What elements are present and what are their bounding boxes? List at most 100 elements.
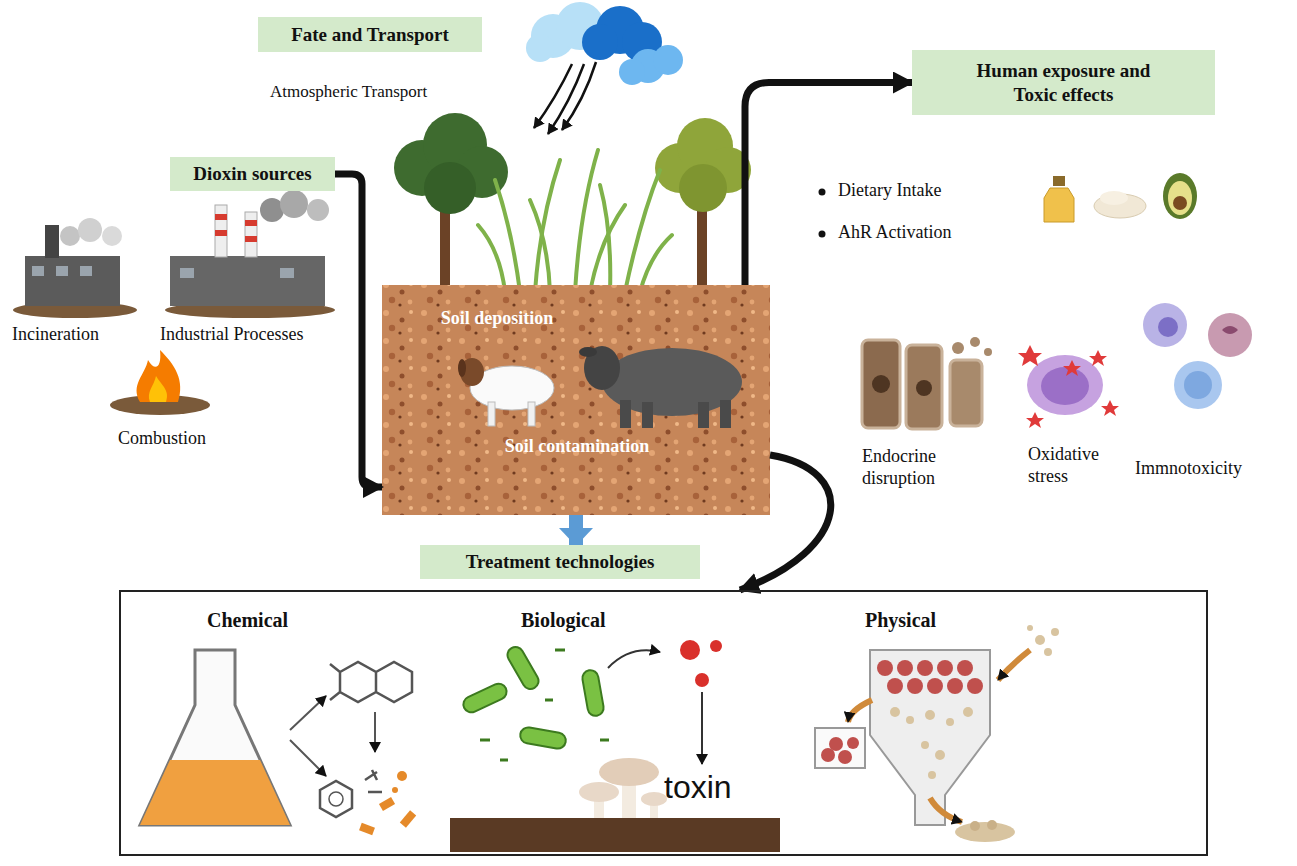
chemical-illustration-part: [359, 823, 375, 835]
clouds-part: [619, 59, 645, 85]
biological-illustration-part-part: [581, 669, 605, 717]
factories-part: [245, 212, 257, 257]
food-icons-part: [1173, 196, 1187, 210]
clouds-part: [526, 34, 554, 62]
physical-illustration-part: [848, 700, 872, 722]
oxidative-icon-part-part: [1018, 345, 1042, 366]
cell-icons-part: [906, 345, 942, 429]
goat: [458, 358, 554, 426]
chemical-illustration-part: [374, 712, 376, 752]
chemical-illustration-part: [330, 662, 412, 702]
fire-part: [149, 376, 167, 402]
fire-part: [137, 350, 181, 402]
chemical-illustration-part: [320, 781, 352, 817]
flow-arrow-blue: [569, 515, 583, 545]
biological-illustration-part-part: [505, 644, 542, 692]
physical-illustration-part-part: [947, 678, 963, 694]
biological-illustration-part: [480, 650, 609, 760]
goat-part: [458, 359, 466, 377]
factories-part: [245, 236, 257, 242]
node-text: Dioxin sources: [193, 162, 311, 186]
label-text: Oxidative stress: [1028, 444, 1120, 487]
node-text: Physical: [865, 608, 936, 632]
biological-illustration-part: [641, 792, 667, 806]
factories-part: [215, 230, 227, 236]
node-text: Fate and Transport: [291, 23, 449, 47]
food-icons-part: [819, 231, 826, 238]
factories-part: [180, 268, 194, 278]
cow-part: [720, 400, 731, 428]
physical-illustration-part-part: [906, 716, 914, 724]
fire: [110, 350, 210, 415]
physical-illustration-part-part: [927, 678, 943, 694]
oxidative-icon: [1018, 345, 1119, 428]
food-icons-part: [819, 189, 826, 196]
section-label: Fate and Transport: [258, 17, 482, 52]
physical-illustration-part: [815, 728, 865, 768]
physical-illustration-part: [987, 820, 997, 830]
node-text: Biological: [521, 608, 605, 632]
factories-part: [102, 226, 122, 246]
flow-arrow: [740, 455, 831, 590]
factories-part: [32, 266, 44, 276]
goat-part: [488, 402, 495, 426]
label-text: Dietary Intake: [838, 180, 941, 202]
immune-icons-part: [1222, 326, 1238, 334]
physical-illustration-part-part: [1044, 648, 1052, 656]
physical-illustration-part-part: [921, 741, 929, 749]
grass-part: [478, 225, 505, 292]
physical-illustration-part-part: [925, 710, 935, 720]
biological-illustration-part: [680, 640, 700, 660]
soil: [382, 285, 770, 515]
biological-illustration-part: [599, 758, 659, 786]
oxidative-icon-part: [1018, 345, 1119, 428]
oxidative-icon-part: [1041, 367, 1089, 405]
physical-illustration-part: [930, 798, 962, 822]
clouds-part: [582, 24, 618, 60]
physical-illustration-part-part: [907, 678, 923, 694]
physical-illustration-part-part: [890, 707, 900, 717]
cell-icons-part: [916, 380, 932, 396]
factories-part: [215, 214, 227, 220]
immune-icons-part: [1143, 303, 1187, 347]
chemical-illustration-part: [365, 770, 382, 792]
factories-part: [215, 205, 227, 257]
factories-part: [280, 190, 308, 218]
biological-illustration-part: [710, 640, 722, 652]
soil-part: [382, 285, 770, 515]
food-icons-part: [1100, 191, 1128, 205]
physical-illustration-part-part: [937, 660, 953, 676]
trees-part: [424, 162, 476, 214]
label-text: AhR Activation: [838, 222, 952, 244]
food-icons-part: [1163, 173, 1197, 219]
label-text: Incineration: [12, 324, 99, 346]
cell-icons-part: [984, 348, 992, 356]
clouds: [526, 2, 683, 85]
physical-illustration-part-part: [967, 678, 983, 694]
factories-part: [78, 218, 102, 242]
physical-illustration-part: [998, 650, 1030, 680]
biological-illustration-part: [579, 782, 619, 802]
food-icons-part: [1053, 176, 1065, 186]
physical-illustration-part: [955, 822, 1015, 842]
label-text: Combustion: [118, 428, 206, 450]
cell-icons-part: [872, 375, 890, 393]
immune-icons-part: [1208, 313, 1252, 357]
atmospheric-arrows-part: [562, 62, 596, 130]
cow-part: [642, 402, 653, 428]
food-icons-part: [1168, 181, 1192, 215]
label-text: toxin: [664, 768, 732, 806]
food-icons-part: [1044, 188, 1074, 222]
physical-illustration-part: [890, 707, 973, 779]
biological-illustration-part: [701, 692, 703, 764]
biological-illustration-part: [695, 673, 709, 687]
immune-icons-part: [1174, 361, 1222, 409]
immune-icons-part: [1184, 371, 1212, 399]
atmospheric-arrows-part: [534, 64, 572, 128]
biological-illustration: [450, 640, 780, 852]
chemical-illustration-part: [290, 740, 326, 776]
cow-part: [698, 402, 709, 428]
physical-illustration-part: [838, 750, 852, 764]
chemical-illustration-part: [397, 771, 407, 781]
